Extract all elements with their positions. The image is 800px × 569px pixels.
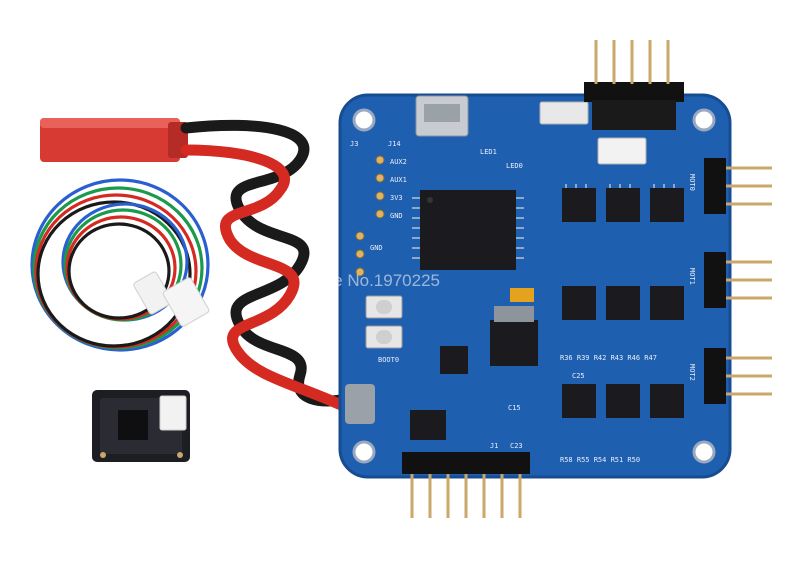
sensor-board <box>92 390 190 462</box>
silk-row-1: AUX1 <box>390 176 407 184</box>
silk-r55: R58 R55 R54 R51 R50 <box>560 456 640 464</box>
silk-r36: R36 R39 R42 R43 R46 R47 <box>560 354 657 362</box>
bottom-header <box>402 452 530 518</box>
silk-row-0: AUX2 <box>390 158 407 166</box>
power-wires <box>180 119 358 416</box>
ribbon-white-connectors <box>133 271 210 327</box>
silk-c25: C25 <box>572 372 585 380</box>
jst-red-connector <box>40 118 188 162</box>
silk-led1: LED1 <box>480 148 497 156</box>
gimbal-controller-board: J3 J14 LED0 LED1 AUX2 AUX1 3V3 GND GND M… <box>338 40 772 518</box>
silk-mot2: MOT2 <box>688 364 696 381</box>
silk-c15: C15 <box>508 404 521 412</box>
silk-row-3: GND <box>390 212 403 220</box>
silk-mot1: MOT1 <box>688 268 696 285</box>
silk-boot: BOOT0 <box>378 356 399 364</box>
silk-led0: LED0 <box>506 162 523 170</box>
ribbon-cable <box>30 178 210 352</box>
silk-row-2: 3V3 <box>390 194 403 202</box>
silk-row-4: GND <box>370 244 383 252</box>
store-watermark: Store No.1970225 <box>302 271 440 290</box>
silk-c23: C23 <box>510 442 523 450</box>
silk-j1: J1 <box>490 442 498 450</box>
silk-j3: J3 <box>350 140 358 148</box>
motor-headers <box>704 158 772 404</box>
silk-j14: J14 <box>388 140 401 148</box>
silk-mot0: MOT0 <box>688 174 696 191</box>
